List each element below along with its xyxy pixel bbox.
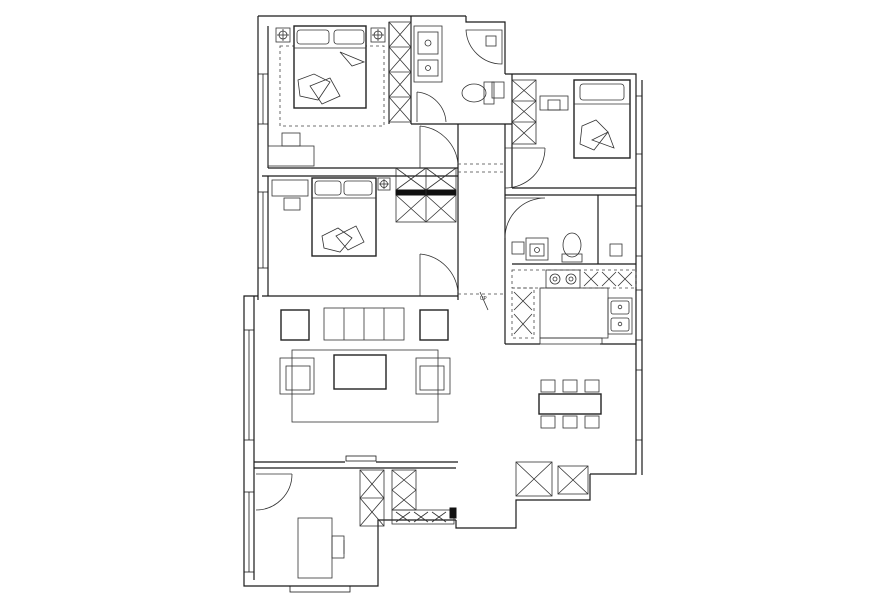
kitchen — [511, 269, 637, 345]
windows — [243, 73, 643, 593]
doors — [255, 29, 546, 511]
vanity — [413, 25, 443, 83]
bath-2 — [511, 232, 623, 263]
double-bed-2 — [311, 177, 377, 257]
kids-wardrobe — [511, 79, 537, 145]
kids-bedroom — [511, 79, 631, 159]
dining-table — [538, 393, 602, 415]
study-room — [297, 517, 345, 579]
master-bath — [413, 25, 505, 105]
coffee-table — [333, 354, 387, 390]
armchair-left — [279, 357, 315, 395]
stove — [545, 269, 581, 289]
study-desk — [297, 517, 333, 579]
nightstand-lamp-2 — [377, 177, 391, 191]
desk — [267, 132, 315, 167]
single-bed — [573, 79, 631, 159]
dining-area — [538, 379, 602, 429]
vanity-2 — [525, 237, 549, 261]
wardrobe — [388, 21, 412, 123]
study-chair — [331, 535, 345, 559]
toilet-2 — [561, 232, 583, 263]
double-bed — [293, 25, 367, 109]
side-table-right — [419, 309, 449, 341]
sink — [607, 297, 633, 335]
sofa — [323, 307, 405, 341]
living-room: UP — [279, 291, 489, 423]
kids-desk — [539, 95, 569, 111]
island — [539, 287, 609, 339]
floor-drain-2 — [609, 243, 623, 257]
toilet — [461, 81, 495, 105]
nightstand-lamp — [275, 27, 386, 43]
wardrobe-2 — [395, 167, 457, 223]
side-table-left — [280, 309, 310, 341]
living-rug — [291, 349, 439, 423]
rug — [279, 45, 385, 127]
master-bedroom — [267, 21, 412, 167]
desk-2 — [271, 179, 309, 211]
second-bedroom — [271, 167, 457, 257]
armchair-right — [415, 357, 451, 395]
entry-cabinets — [359, 469, 457, 527]
floor-drain — [485, 35, 497, 47]
balcony — [515, 461, 589, 497]
